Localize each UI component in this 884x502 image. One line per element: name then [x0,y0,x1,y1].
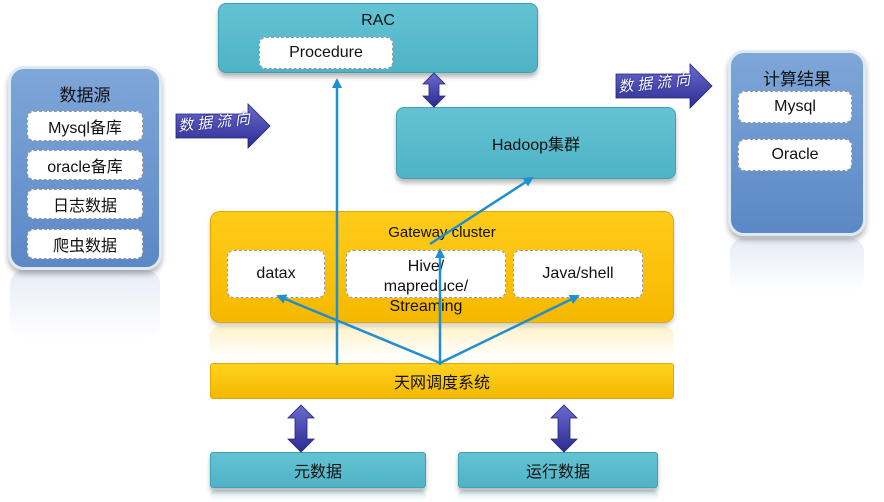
data-source-item-oracle[interactable]: oracle备库 [27,150,143,180]
gateway-module-hive[interactable]: Hive/ mapreduce/ Streaming [346,250,506,315]
scheduler-bar[interactable]: 天网调度系统 [210,363,674,399]
data-source-panel[interactable]: 数据源 Mysql备库 oracle备库 日志数据 爬虫数据 [8,66,162,270]
gateway-cluster-box[interactable]: Gateway cluster datax Hive/ mapreduce/ S… [210,211,674,323]
results-item-oracle[interactable]: Oracle [738,139,852,171]
hadoop-cluster-box[interactable]: Hadoop集群 [396,107,676,179]
data-source-item-mysql[interactable]: Mysql备库 [27,111,143,141]
gateway-title: Gateway cluster [388,224,496,241]
data-source-item-logs[interactable]: 日志数据 [27,189,143,219]
rac-title: RAC [361,12,395,29]
results-title: 计算结果 [763,70,831,89]
flow-label-right: 数据流向 [617,71,695,96]
rac-box[interactable]: RAC Procedure [218,3,538,73]
flow-label-left: 数据流向 [177,110,255,135]
gateway-reflection [210,326,674,358]
meta-reflection [210,490,426,502]
runtime-data-box[interactable]: 运行数据 [458,452,658,488]
double-arrow-scheduler-runtime [550,404,578,453]
data-source-title: 数据源 [59,86,111,105]
procedure-box[interactable]: Procedure [259,37,393,69]
results-item-mysql[interactable]: Mysql [738,91,852,123]
data-source-reflection [10,270,160,340]
results-reflection [730,238,864,293]
results-panel[interactable]: 计算结果 Mysql Oracle [728,50,866,236]
gateway-module-datax[interactable]: datax [227,250,325,298]
gateway-module-javashell[interactable]: Java/shell [513,250,643,298]
double-arrow-scheduler-metadata [287,404,315,453]
runtime-reflection [458,490,658,502]
double-arrow-rac-hadoop [422,72,446,108]
metadata-box[interactable]: 元数据 [210,452,426,488]
data-source-item-crawler[interactable]: 爬虫数据 [27,229,143,259]
